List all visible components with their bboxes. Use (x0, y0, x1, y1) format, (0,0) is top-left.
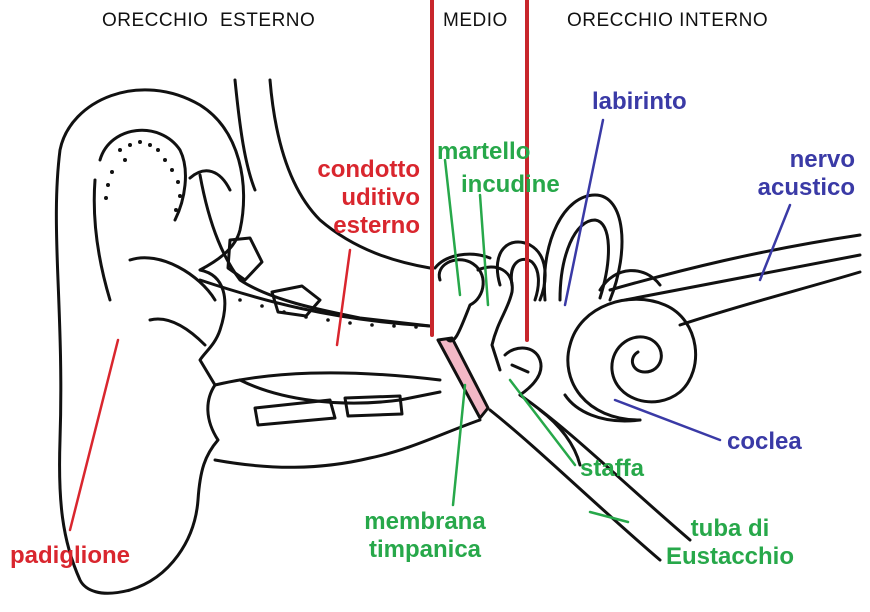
skull-outline (198, 78, 482, 469)
label-eardrum: membrana timpanica (345, 508, 505, 564)
label-acoustic-nerve-line1: nervo (789, 146, 855, 173)
label-eustachian-tube-line2: Eustacchio (665, 543, 795, 570)
pinna-outline (54, 88, 246, 595)
ear-canal (198, 278, 442, 387)
label-ear-canal-line1: condotto (317, 156, 420, 183)
label-pinna: padiglione (10, 542, 130, 569)
ossicles (433, 252, 543, 397)
acoustic-nerve (608, 233, 862, 327)
leader-lines-red (68, 248, 352, 532)
section-dividers (430, 0, 529, 342)
section-title-middle-ear: MEDIO (443, 10, 508, 31)
label-eustachian-tube: tuba di Eustacchio (630, 515, 830, 571)
leader-lines-green (443, 158, 630, 524)
section-title-outer-ear: ORECCHIO ESTERNO (102, 10, 316, 31)
ear-canal-shading (238, 298, 418, 329)
label-ear-canal-line2: uditivo (341, 184, 420, 211)
pinna-shading (104, 140, 182, 212)
label-ear-canal-line3: esterno (333, 212, 420, 239)
label-stapes: staffa (580, 455, 645, 482)
label-cochlea: coclea (727, 428, 802, 455)
label-ear-canal: condotto uditivo esterno (288, 156, 420, 240)
cochlea (563, 297, 698, 423)
label-malleus: martello (437, 138, 531, 165)
section-title-inner-ear: ORECCHIO INTERNO (567, 10, 769, 31)
label-labyrinth: labirinto (592, 88, 687, 115)
semicircular-canals (495, 193, 662, 302)
label-eardrum-line1: membrana (364, 508, 486, 535)
label-acoustic-nerve-line2: acustico (757, 174, 855, 201)
eustachian-tube (488, 393, 692, 562)
label-eardrum-line2: timpanica (368, 536, 482, 563)
label-eustachian-tube-line1: tuba di (690, 515, 770, 542)
leader-lines-blue (563, 118, 792, 442)
label-incus: incudine (461, 171, 560, 198)
label-acoustic-nerve: nervo acustico (705, 146, 855, 202)
